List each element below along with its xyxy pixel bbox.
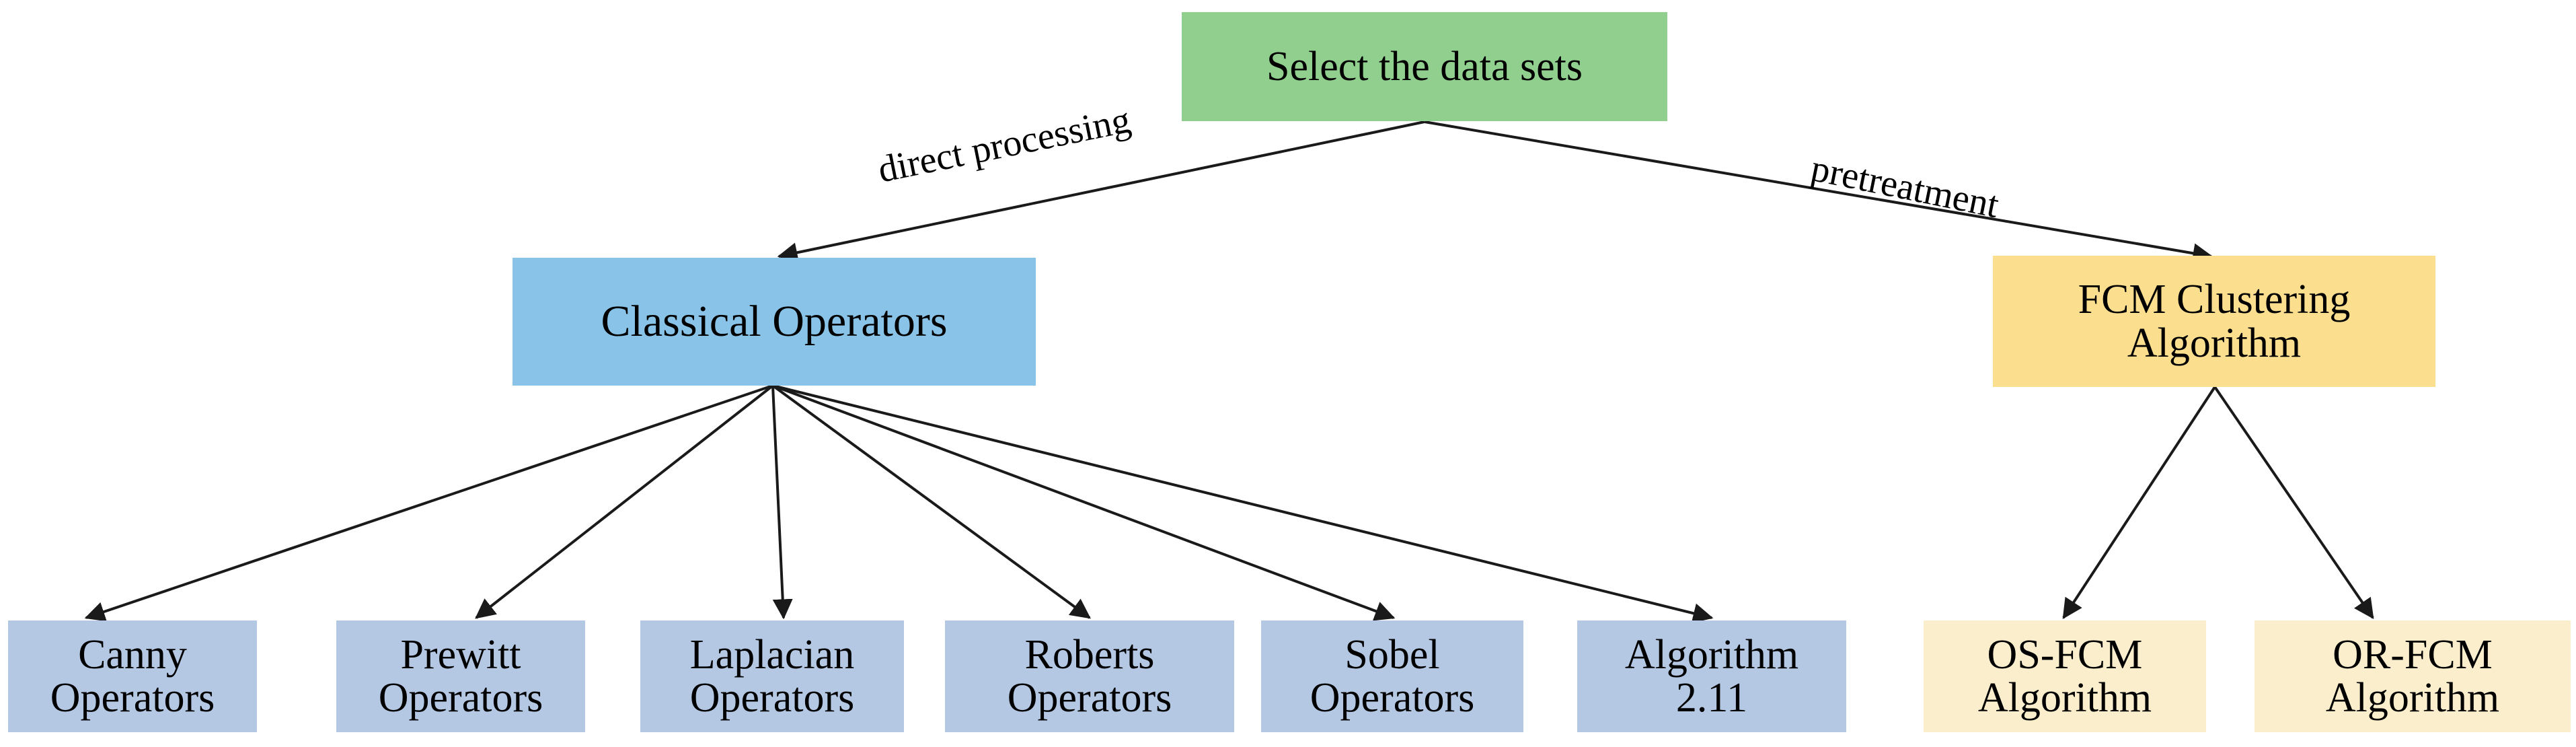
node-label: Algorithm 2.11 [1624, 631, 1799, 721]
node-or-fcm-algorithm[interactable]: OR-FCM Algorithm [2255, 620, 2571, 732]
node-fcm-clustering-algorithm[interactable]: FCM Clustering Algorithm [1993, 256, 2435, 387]
node-label: Sobel Operators [1310, 631, 1475, 721]
edge-classical-to-laplacian [771, 385, 793, 620]
node-label: Laplacian Operators [689, 631, 855, 721]
node-canny-operators[interactable]: Canny Operators [8, 620, 257, 732]
node-prewitt-operators[interactable]: Prewitt Operators [336, 620, 585, 732]
node-os-fcm-algorithm[interactable]: OS-FCM Algorithm [1924, 620, 2206, 732]
node-label: FCM Clustering Algorithm [2078, 277, 2351, 366]
node-classical-operators[interactable]: Classical Operators [513, 258, 1036, 386]
edge-classical-to-prewitt [475, 384, 774, 619]
node-select-the-data-sets[interactable]: Select the data sets [1182, 12, 1667, 121]
edge-classical-to-sobel [772, 384, 1396, 621]
edge-classical-to-canny [84, 384, 773, 622]
edge-classical-to-algorithm211 [772, 384, 1714, 623]
node-label: OR-FCM Algorithm [2325, 631, 2500, 721]
edge-label-pretreatment: pretreatment [1807, 147, 2002, 227]
node-label: Classical Operators [601, 296, 948, 346]
node-sobel-operators[interactable]: Sobel Operators [1261, 620, 1523, 732]
edge-label-text: pretreatment [1807, 147, 2003, 227]
node-label: Prewitt Operators [378, 631, 543, 721]
node-roberts-operators[interactable]: Roberts Operators [945, 620, 1234, 732]
edge-classical-to-roberts [771, 384, 1091, 619]
edge-label-text: direct processing [874, 99, 1134, 191]
node-label: Canny Operators [50, 631, 215, 721]
node-label: OS-FCM Algorithm [1977, 631, 2152, 721]
edge-fcm-to-or-fcm [2213, 386, 2374, 619]
node-algorithm-2-11[interactable]: Algorithm 2.11 [1577, 620, 1846, 732]
node-label: Select the data sets [1266, 43, 1583, 90]
edge-label-direct-processing: direct processing [874, 98, 1134, 192]
edge-fcm-to-os-fcm [2062, 386, 2216, 620]
node-laplacian-operators[interactable]: Laplacian Operators [640, 620, 904, 732]
node-label: Roberts Operators [1007, 631, 1172, 721]
